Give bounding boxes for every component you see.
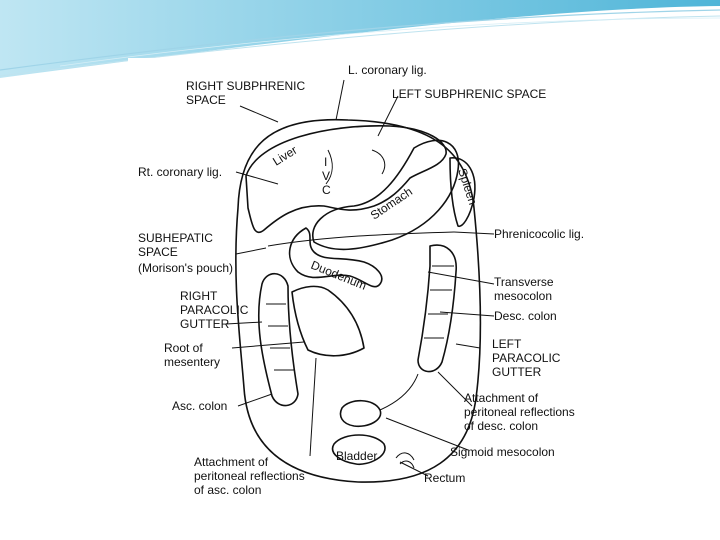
label-attach-desc-1: Attachment of (464, 391, 539, 405)
label-l-coronary-lig: L. coronary lig. (348, 63, 427, 77)
stomach-label: Stomach (368, 184, 415, 222)
transverse-mesocolon-line (267, 231, 455, 247)
label-left-subphrenic: LEFT SUBPHRENIC SPACE (392, 87, 546, 101)
peritoneal-spaces-diagram: Liver Stomach Spleen Duodenum Bladder I … (128, 58, 594, 500)
bladder-label: Bladder (336, 449, 377, 463)
label-attach-asc-1: Attachment of (194, 455, 269, 469)
label-phrenicocolic-lig: Phrenicocolic lig. (494, 227, 584, 241)
label-rectum: Rectum (424, 471, 465, 485)
peritoneal-cavity-outline (235, 118, 482, 483)
label-subhepatic-3: (Morison's pouch) (138, 261, 233, 275)
liver-shape (245, 125, 447, 233)
label-right-paracolic-1: RIGHT (180, 289, 218, 303)
label-left-paracolic-1: LEFT (492, 337, 522, 351)
root-of-mesentery (291, 285, 365, 357)
label-subhepatic-1: SUBHEPATIC (138, 231, 213, 245)
duodenum-label: Duodenum (309, 258, 369, 293)
diagram-canvas: Liver Stomach Spleen Duodenum Bladder I … (138, 63, 584, 497)
label-right-subphrenic-2: SPACE (186, 93, 226, 107)
sigmoid-mesocolon-line (379, 373, 419, 411)
label-root-mesentery-2: mesentery (164, 355, 220, 369)
bladder-shape (331, 434, 386, 466)
rectum-mark (395, 452, 415, 469)
ivc-letter-v: V (322, 169, 330, 183)
sigmoid-colon (339, 399, 382, 428)
label-desc-colon: Desc. colon (494, 309, 557, 323)
label-right-paracolic-3: GUTTER (180, 317, 230, 331)
spleen-label: Spleen (455, 167, 480, 207)
ivc-letter-c: C (322, 183, 331, 197)
label-left-paracolic-3: GUTTER (492, 365, 542, 379)
asc-colon-haustra (266, 303, 294, 371)
label-subhepatic-2: SPACE (138, 245, 178, 259)
ivc-groove (325, 149, 333, 185)
label-left-paracolic-2: PARACOLIC (492, 351, 561, 365)
leader-lines (225, 79, 495, 477)
liver-lobe-line (371, 149, 386, 175)
label-sigmoid-mesocolon: Sigmoid mesocolon (450, 445, 555, 459)
label-transverse-mesocolon-1: Transverse (494, 275, 554, 289)
header-swoosh-decoration (0, 0, 720, 78)
ascending-colon (257, 272, 299, 407)
label-root-mesentery-1: Root of (164, 341, 203, 355)
label-asc-colon: Asc. colon (172, 399, 227, 413)
label-attach-asc-2: peritoneal reflections (194, 469, 305, 483)
descending-colon (417, 244, 457, 373)
label-transverse-mesocolon-2: mesocolon (494, 289, 552, 303)
desc-colon-haustra (424, 265, 454, 339)
label-attach-desc-2: peritoneal reflections (464, 405, 575, 419)
label-attach-desc-3: of desc. colon (464, 419, 538, 433)
label-attach-asc-3: of asc. colon (194, 483, 261, 497)
spleen-shape (449, 157, 476, 227)
label-right-subphrenic-1: RIGHT SUBPHRENIC (186, 79, 305, 93)
label-right-paracolic-2: PARACOLIC (180, 303, 249, 317)
ivc-letter-i: I (324, 155, 327, 169)
duodenum-shape (288, 227, 383, 288)
label-rt-coronary-lig: Rt. coronary lig. (138, 165, 222, 179)
stomach-shape (312, 139, 460, 251)
